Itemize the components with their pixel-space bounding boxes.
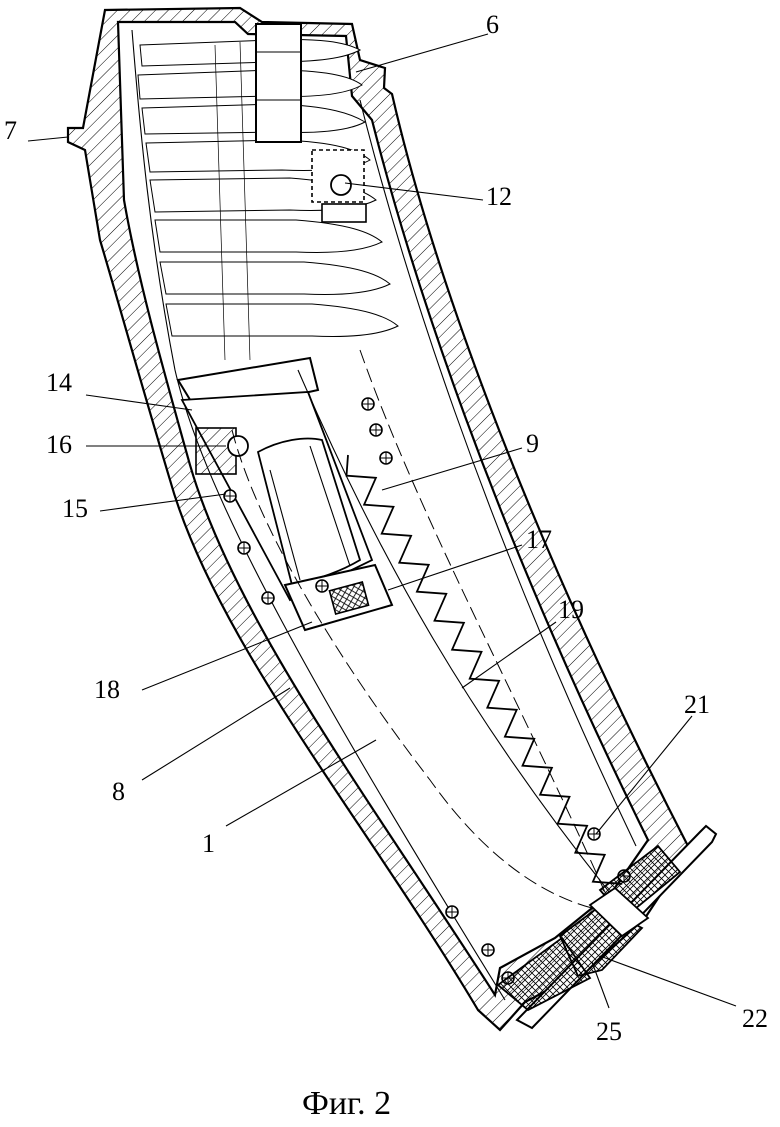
leader-17	[387, 544, 523, 591]
leader-25	[591, 961, 610, 1009]
cartridge	[165, 303, 399, 337]
leader-14	[85, 394, 193, 411]
label-22: 22	[742, 1004, 768, 1033]
leader-19	[461, 621, 557, 689]
rivet-cross	[238, 542, 250, 554]
leader-18	[141, 621, 313, 691]
body-inner-line	[131, 29, 506, 1001]
label-9: 9	[526, 429, 539, 458]
magazine-catch	[255, 23, 302, 143]
figure-caption: Фиг. 2	[302, 1085, 391, 1122]
label-1: 1	[202, 829, 215, 858]
leader-9	[381, 447, 523, 491]
floor-insert	[496, 936, 592, 1012]
guide-dashed-line-right	[359, 349, 613, 909]
body-inner-line-right	[359, 99, 637, 847]
label-21: 21	[684, 690, 710, 719]
window-inner-line	[269, 445, 351, 581]
feed-spring-19	[297, 369, 623, 909]
spring-zigzag	[345, 454, 623, 885]
cartridge	[159, 261, 391, 295]
case-line	[214, 41, 251, 361]
catch-lug	[255, 23, 302, 143]
cartridge	[139, 39, 362, 67]
label-17: 17	[526, 525, 552, 554]
label-15: 15	[62, 494, 88, 523]
rivet-cross	[224, 490, 236, 502]
label-8: 8	[112, 777, 125, 806]
pin-16	[227, 435, 249, 457]
leader-7	[27, 136, 69, 142]
pin-block	[321, 203, 367, 223]
label-6: 6	[486, 10, 499, 39]
label-12: 12	[486, 182, 512, 211]
leader-1	[225, 739, 377, 827]
cartridge	[141, 103, 367, 135]
label-16: 16	[46, 430, 72, 459]
small-spring-18	[328, 581, 370, 615]
follower-pin-16	[195, 427, 249, 475]
rivet-cross	[370, 424, 382, 436]
rivet-cross	[446, 906, 458, 918]
rivet-cross	[380, 452, 392, 464]
rivet-cross	[362, 398, 374, 410]
rivet-cross	[262, 592, 274, 604]
leader-12	[344, 182, 484, 201]
floor-plate-22	[496, 824, 718, 1030]
rivet-cross	[588, 828, 600, 840]
label-7: 7	[4, 116, 17, 145]
leader-6	[355, 33, 489, 73]
guide-dashed-line	[231, 429, 611, 913]
leader-8	[141, 687, 291, 781]
label-18: 18	[94, 675, 120, 704]
reference-numerals: 6 7 12 14 16 15 9 17 19 18 21 8 1 22 25	[4, 10, 768, 1046]
leader-lines	[27, 33, 737, 1009]
label-14: 14	[46, 368, 72, 397]
label-19: 19	[558, 595, 584, 624]
lock-button	[588, 886, 650, 938]
pin-12	[330, 174, 352, 196]
catch-lug-detail	[256, 51, 301, 101]
cartridge	[137, 69, 363, 100]
spring-rail	[297, 369, 623, 909]
follower-window	[256, 437, 394, 632]
leader-15	[99, 493, 227, 512]
leader-22	[599, 955, 737, 1007]
leader-21	[595, 715, 693, 835]
rivet-cross	[316, 580, 328, 592]
cartridge	[154, 219, 383, 253]
rivet-cross	[482, 944, 494, 956]
label-25: 25	[596, 1017, 622, 1046]
pin-assembly-12	[311, 149, 367, 223]
